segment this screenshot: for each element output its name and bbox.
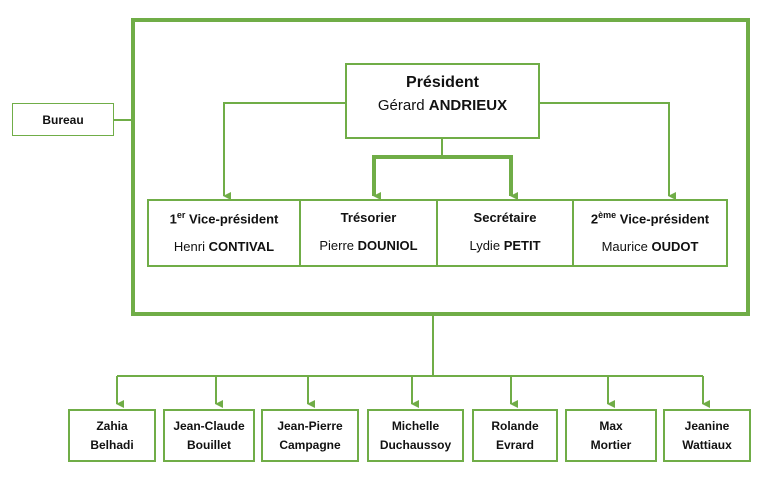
president-to-secretary-arrow [442,155,518,200]
officer-name: Henri CONTIVAL [173,239,275,255]
member-first-name: Jean-Pierre [277,418,343,433]
president-title: Président [406,74,479,91]
member-box: Zahia Belhadi [68,409,156,462]
member-last-name: Wattiaux [682,437,732,452]
member-last-name: Mortier [590,437,632,452]
member-first-name: Max [599,418,623,433]
member-first-name: Jeanine [684,418,730,433]
president-to-treasurer-arrow [372,155,442,200]
officers-row: 1er Vice-président Henri CONTIVAL Trésor… [147,199,728,267]
officer-name: Maurice OUDOT [601,239,699,255]
officer-name: Lydie PETIT [469,238,541,253]
officer-role: 2ème Vice-président [590,210,710,227]
president-first-name: Gérard [377,97,425,114]
member-box: Jean-Claude Bouillet [163,409,255,462]
officer-role: 1er Vice-président [169,210,279,227]
member-first-name: Jean-Claude [173,418,245,433]
member-box: Jeanine Wattiaux [663,409,751,462]
member-box: Michelle Duchaussoy [367,409,464,462]
member-first-name: Michelle [391,418,440,433]
president-to-second-vp-arrow [540,102,676,200]
officer-role: Trésorier [340,210,397,225]
bureau-label: Bureau [42,112,84,127]
officer-second-vice-president: 2ème Vice-président Maurice OUDOT [574,201,726,265]
member-last-name: Duchaussoy [379,437,452,452]
member-box: Rolande Evrard [472,409,558,462]
officer-first-vice-president: 1er Vice-président Henri CONTIVAL [149,201,301,265]
member-first-name: Zahia [96,418,128,433]
officer-secretary: Secrétaire Lydie PETIT [438,201,574,265]
member-last-name: Evrard [495,437,535,452]
member-first-name: Rolande [491,418,539,433]
member-last-name: Bouillet [187,437,231,452]
officer-treasurer: Trésorier Pierre DOUNIOL [301,201,438,265]
bureau-label-box: Bureau [12,103,114,136]
president-name: Gérard ANDRIEUX [347,97,538,114]
member-box: Jean-Pierre Campagne [261,409,359,462]
president-to-first-vp-arrow [223,102,345,200]
officer-name: Pierre DOUNIOL [319,238,418,253]
bureau-frame [131,18,750,316]
president-box: Président Gérard ANDRIEUX [345,63,540,139]
president-last-name: ANDRIEUX [428,97,508,114]
member-box: Max Mortier [565,409,657,462]
member-last-name: Belhadi [90,437,134,452]
officer-role: Secrétaire [473,210,537,225]
member-last-name: Campagne [279,437,341,452]
